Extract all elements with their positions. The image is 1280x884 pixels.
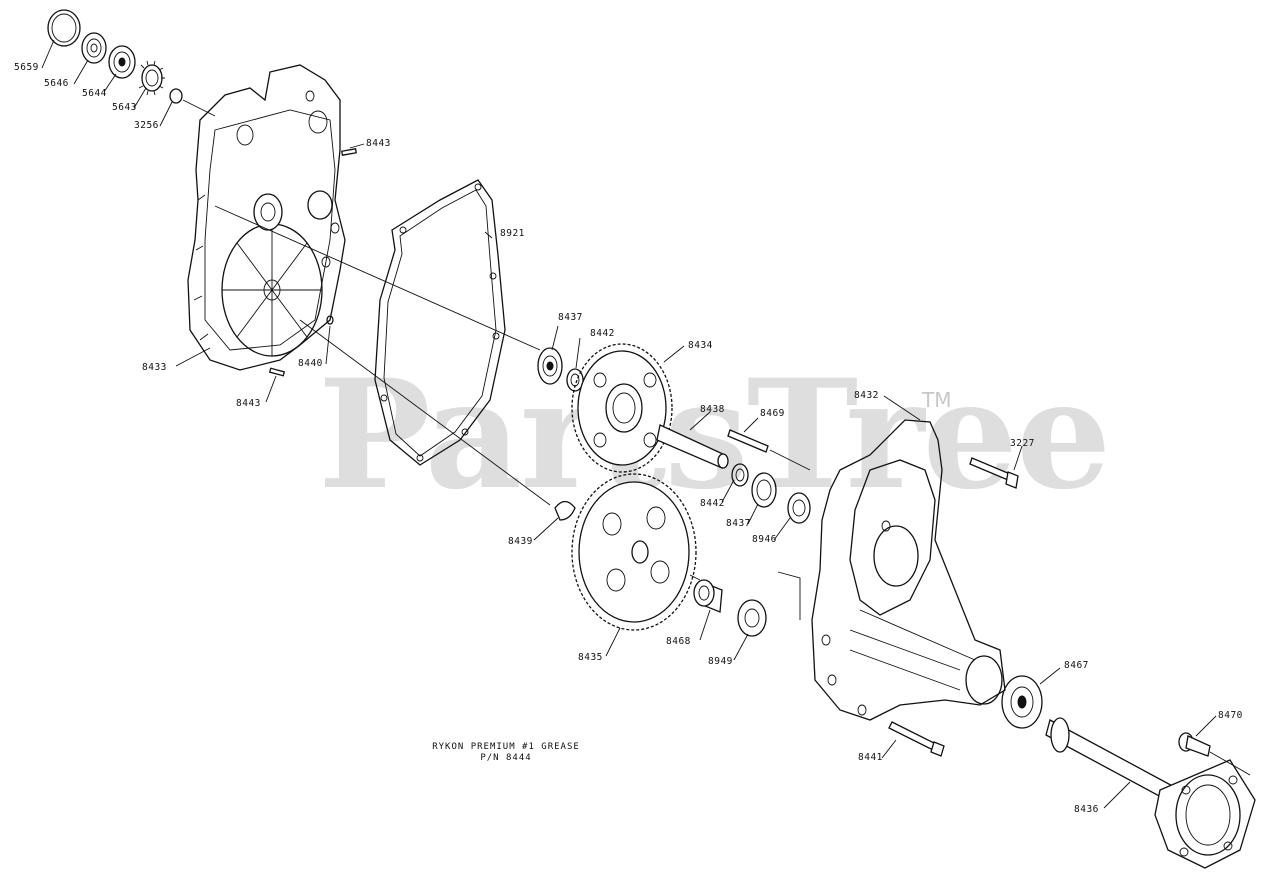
label-8443-bottom: 8443 bbox=[236, 398, 261, 409]
part-5659-oring bbox=[47, 9, 81, 47]
part-3227-bolt bbox=[969, 457, 1019, 489]
label-8949: 8949 bbox=[708, 656, 733, 667]
label-8468: 8468 bbox=[666, 636, 691, 647]
grease-note: RYKON PREMIUM #1 GREASE P/N 8444 bbox=[416, 742, 596, 764]
part-8438-shaft bbox=[656, 424, 729, 469]
label-3227: 3227 bbox=[1010, 438, 1035, 449]
part-8434-gear-upper bbox=[571, 343, 673, 473]
part-8436-axle-flange bbox=[1045, 717, 1256, 869]
label-8442-lower: 8442 bbox=[700, 498, 725, 509]
part-3256-ring bbox=[169, 88, 183, 104]
part-5643-pinion-gear bbox=[138, 60, 165, 96]
label-5644: 5644 bbox=[82, 88, 107, 99]
part-5644-bearing bbox=[108, 45, 136, 79]
label-8442-upper: 8442 bbox=[590, 328, 615, 339]
part-8433-housing bbox=[187, 64, 346, 371]
label-8433: 8433 bbox=[142, 362, 167, 373]
label-8440: 8440 bbox=[298, 358, 323, 369]
label-8441: 8441 bbox=[858, 752, 883, 763]
part-8469-pin bbox=[727, 429, 769, 453]
label-8438: 8438 bbox=[700, 404, 725, 415]
part-8437-bearing-lower bbox=[751, 472, 777, 508]
label-8469: 8469 bbox=[760, 408, 785, 419]
label-8437-lower: 8437 bbox=[726, 518, 751, 529]
grease-note-line1: RYKON PREMIUM #1 GREASE bbox=[432, 742, 580, 752]
part-8921-gasket bbox=[374, 179, 506, 466]
label-5643: 5643 bbox=[112, 102, 137, 113]
label-5659: 5659 bbox=[14, 62, 39, 73]
part-8470-stud bbox=[1178, 732, 1211, 757]
label-3256: 3256 bbox=[134, 120, 159, 131]
label-5646: 5646 bbox=[44, 78, 69, 89]
label-8467: 8467 bbox=[1064, 660, 1089, 671]
part-8441-bolt bbox=[888, 721, 945, 757]
part-8437-bearing-upper bbox=[537, 347, 563, 385]
label-8434: 8434 bbox=[688, 340, 713, 351]
part-8439-clip bbox=[554, 500, 576, 521]
label-8443-top: 8443 bbox=[366, 138, 391, 149]
part-8435-gear-lower bbox=[571, 473, 697, 631]
part-8468-bushing bbox=[693, 579, 723, 613]
label-8470: 8470 bbox=[1218, 710, 1243, 721]
label-8436: 8436 bbox=[1074, 804, 1099, 815]
part-8946-washer bbox=[787, 492, 811, 524]
label-8946: 8946 bbox=[752, 534, 777, 545]
label-8437-upper: 8437 bbox=[558, 312, 583, 323]
part-8442-washer-lower bbox=[731, 463, 749, 487]
trademark-mark: TM bbox=[922, 388, 952, 412]
label-8439: 8439 bbox=[508, 536, 533, 547]
label-8435: 8435 bbox=[578, 652, 603, 663]
part-8949-washer bbox=[737, 599, 767, 637]
grease-note-line2: P/N 8444 bbox=[480, 753, 532, 763]
part-5646-seal bbox=[81, 32, 107, 64]
leader-lines bbox=[41, 39, 1217, 809]
part-8467-bearing bbox=[1001, 675, 1043, 729]
label-8432: 8432 bbox=[854, 390, 879, 401]
label-8921: 8921 bbox=[500, 228, 525, 239]
part-8432-housing-right bbox=[811, 419, 1006, 721]
